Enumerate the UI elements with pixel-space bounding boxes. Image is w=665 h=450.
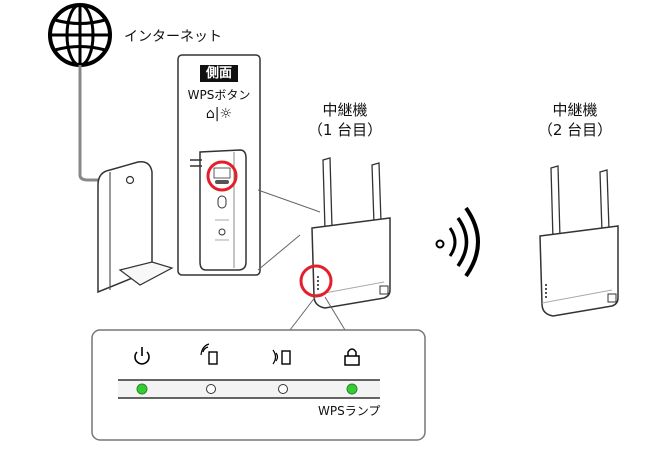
internet-cable (78, 65, 98, 182)
repeater-2-subtitle: （2 台目） (537, 121, 613, 139)
side-tag-label: 側面 (200, 65, 239, 82)
wireless-signal-icon (435, 206, 480, 278)
wps-button-label: WPSボタン (187, 88, 251, 102)
wireless-device-icon (200, 343, 218, 365)
lock-brightness-icon-caption: ⌂|☼ (205, 106, 233, 122)
modem-device (97, 160, 174, 294)
wps-button-highlight (206, 160, 238, 192)
repeater-1-title: 中継機 （1 台目） (300, 100, 390, 140)
globe-icon (48, 3, 112, 67)
repeater-1-subtitle: （1 台目） (307, 121, 383, 139)
phone-lamp (278, 384, 288, 394)
lock-icon (344, 348, 360, 366)
repeater-2-device (539, 165, 619, 317)
wps-lamp (346, 383, 358, 395)
wps-lamp-label: WPSランプ (318, 404, 381, 418)
repeater-2-title-line: 中継機 (552, 101, 598, 119)
power-icon (134, 347, 150, 365)
repeater-1-device (311, 157, 391, 309)
side-tag: 側面 (200, 62, 239, 82)
phone-wave-icon (272, 349, 291, 365)
repeater-2-title: 中継機 （2 台目） (530, 100, 620, 140)
wireless-lamp (206, 384, 216, 394)
internet-label: インターネット (124, 29, 222, 45)
power-lamp (136, 383, 148, 395)
repeater-1-title-line: 中継機 (322, 101, 368, 119)
